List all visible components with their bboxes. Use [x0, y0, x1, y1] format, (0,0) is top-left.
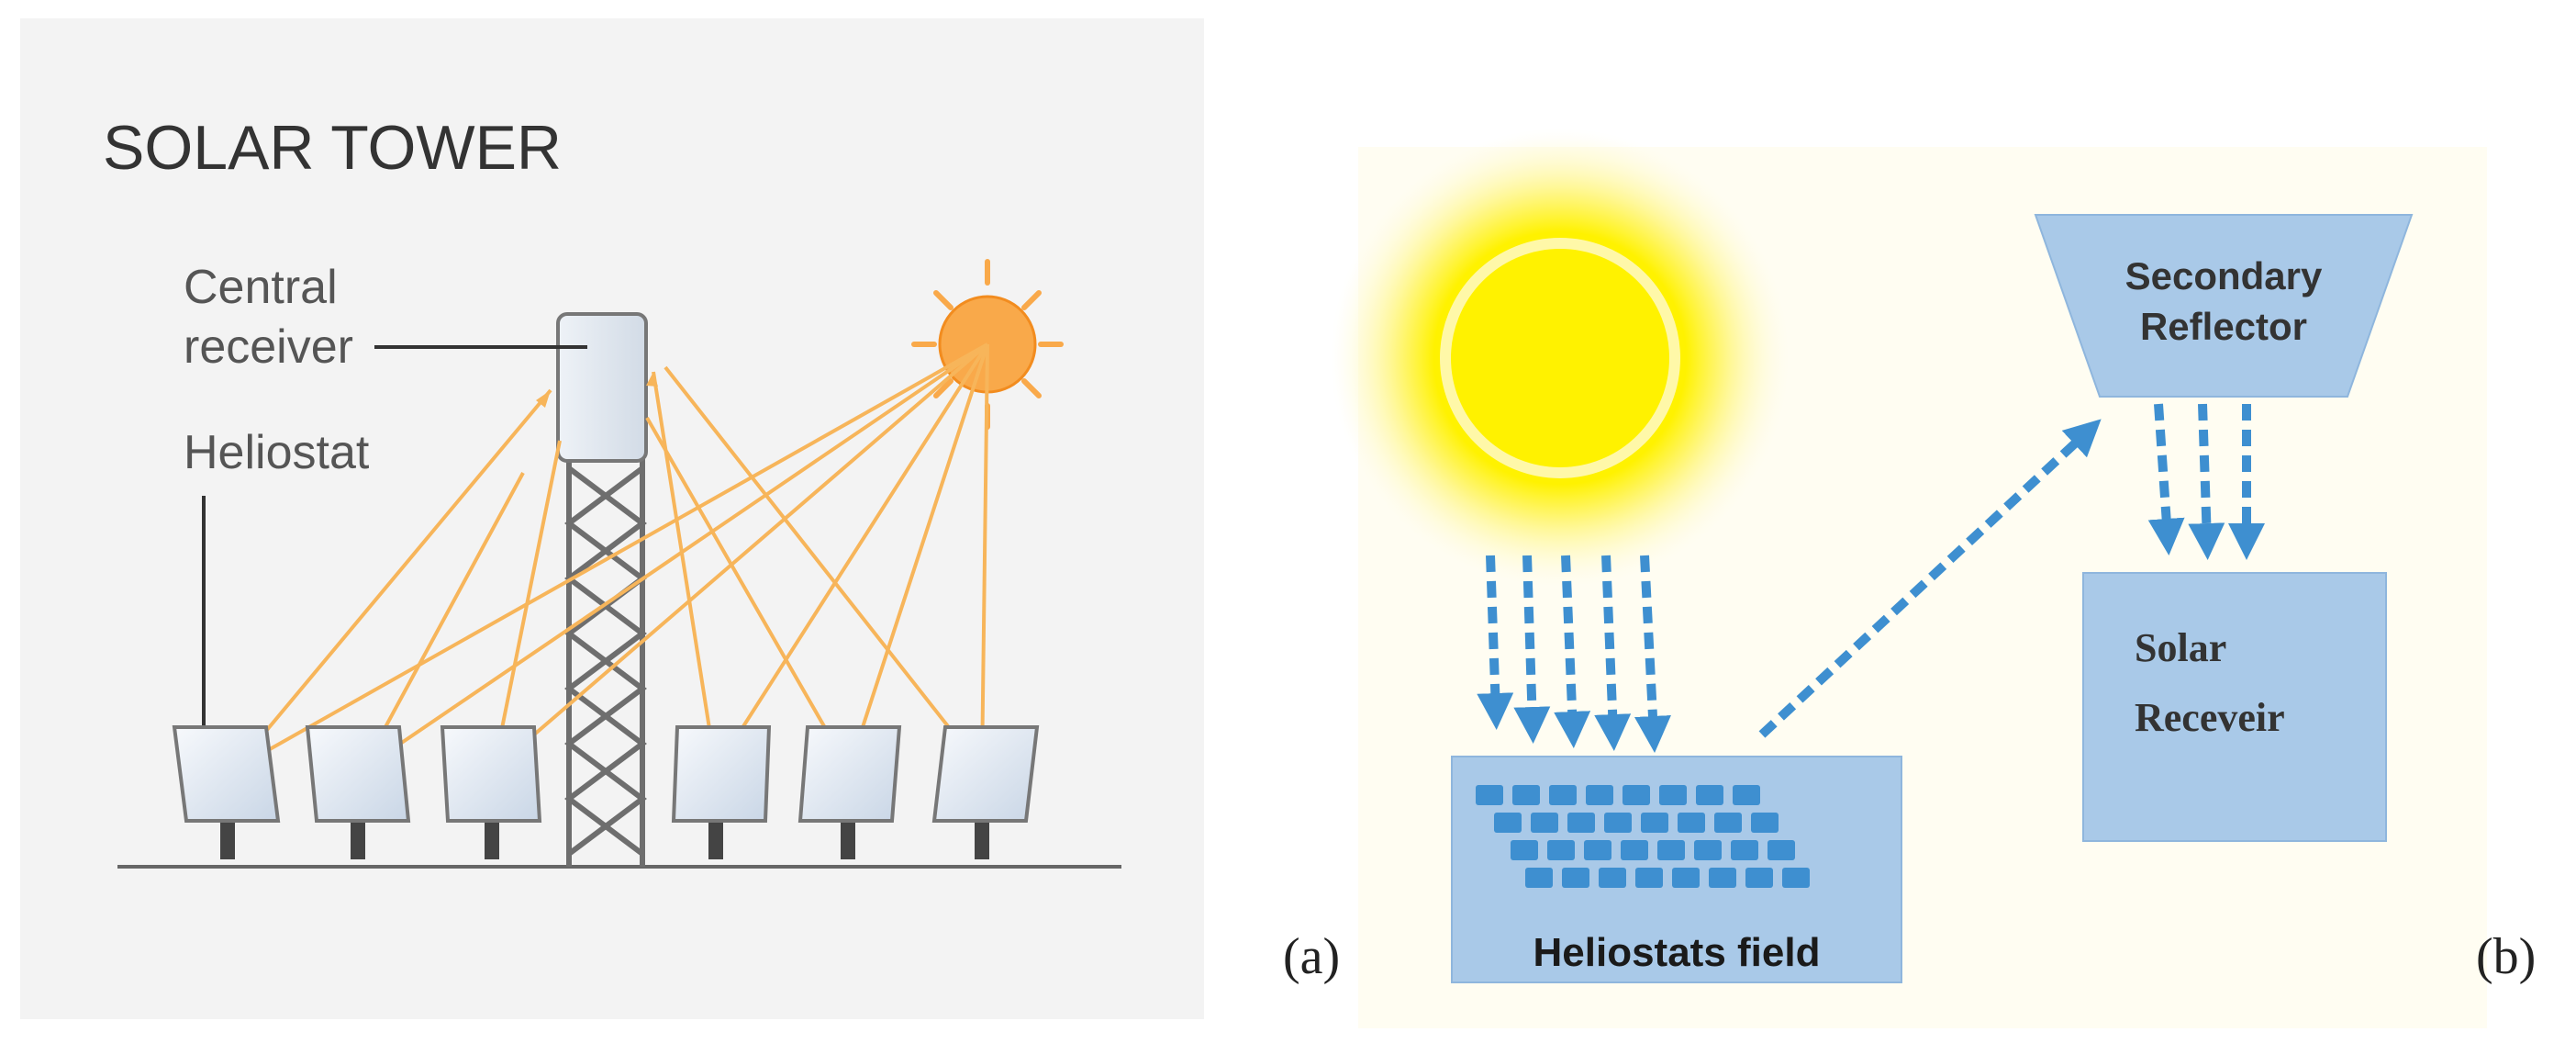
caption-a: (a) [1283, 928, 1340, 985]
secondary-reflector-label-line2: Reflector [2140, 305, 2307, 348]
heliostat-mirror-grid [1476, 785, 1810, 888]
heliostat [797, 725, 902, 859]
concentrated-light-arrows [2147, 403, 2265, 560]
heliostat [305, 725, 411, 859]
heliostats-field-label: Heliostats field [1533, 930, 1821, 975]
secondary-reflector [2034, 214, 2414, 398]
solar-receiver-label-line1: Solar [2135, 625, 2226, 670]
panel-a-title: SOLAR TOWER [103, 113, 562, 183]
solar-receiver-box [2082, 572, 2387, 842]
heliostat [931, 725, 1040, 859]
heliostat-row [172, 725, 1040, 859]
sun-rays [232, 342, 989, 771]
panel-a: SOLAR TOWER Central receiver Heliostat [20, 18, 1204, 1019]
panel-b: Heliostats field Secondary Reflector Sol… [1331, 129, 2487, 1028]
central-receiver-label-line2: receiver [184, 320, 353, 374]
ray-arrowheads [536, 372, 658, 408]
heliostat [172, 725, 281, 859]
tower-lattice [564, 459, 647, 867]
sunlight-arrows [1477, 555, 1671, 753]
heliostat-label: Heliostat [184, 426, 370, 479]
sun-glow-icon [1331, 129, 1790, 588]
central-receiver-label-line1: Central [184, 261, 338, 314]
caption-b: (b) [2476, 928, 2536, 985]
reflected-light-arrow [1758, 419, 2102, 738]
central-receiver [556, 312, 648, 463]
panel-a-background [20, 18, 1204, 1019]
solar-receiver-label-line2: Receveir [2135, 695, 2285, 740]
secondary-reflector-label-line1: Secondary [2125, 254, 2323, 297]
heliostat [671, 725, 772, 859]
heliostat [440, 725, 542, 859]
